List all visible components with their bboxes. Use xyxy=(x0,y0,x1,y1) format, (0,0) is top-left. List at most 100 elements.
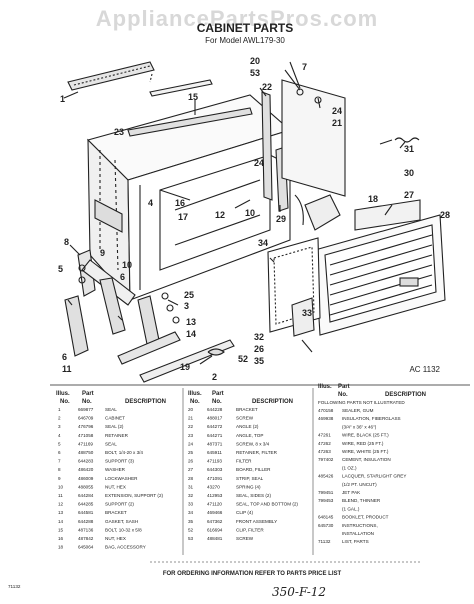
table-cell: BRACKET xyxy=(105,510,127,515)
table-cell: 34 xyxy=(188,510,194,515)
table-cell: BOARD, FILLER xyxy=(236,467,271,472)
table-cell: 487136 xyxy=(78,527,94,532)
table-cell: 644271 xyxy=(207,433,223,438)
table-cell: NUT, HEX xyxy=(105,484,126,489)
table-cell: 3 xyxy=(58,424,61,429)
table-cell: SUPPORT (3) xyxy=(105,459,134,464)
diagram-title: CABINET PARTS xyxy=(197,21,293,35)
table-cell: EXTENSION, SUPPORT (2) xyxy=(105,493,163,498)
ordering-info-footer: FOR ORDERING INFORMATION REFER TO PARTS … xyxy=(163,571,342,577)
table-cell: 14 xyxy=(58,519,64,524)
col2-header-no2: No. xyxy=(212,399,222,405)
callout-4: 4 xyxy=(148,198,153,208)
table-cell: 33 xyxy=(188,502,194,507)
table-cell: CABINET xyxy=(105,416,125,421)
callout-27: 27 xyxy=(404,190,414,200)
table-cell: 26 xyxy=(188,459,194,464)
table-cell: 645730 xyxy=(318,523,334,528)
table-cell: CLIP, FILTER xyxy=(236,527,264,532)
callout-28: 28 xyxy=(440,210,450,220)
table-cell: GASKET, SASH xyxy=(105,519,138,524)
table-cell: 644288 xyxy=(78,519,94,524)
table-cell: 47261 xyxy=(318,433,331,438)
table-cell: 71132 xyxy=(318,539,331,544)
callout-6b: 6 xyxy=(62,352,67,362)
table-cell: 4 xyxy=(58,433,61,438)
table-cell: 31 xyxy=(188,484,194,489)
table-cell: 6 xyxy=(58,450,61,455)
table-cell: INSTRUCTIONS, xyxy=(342,523,378,528)
callout-17: 17 xyxy=(178,212,188,222)
callout-11: 11 xyxy=(62,364,72,374)
callout-20: 20 xyxy=(250,56,260,66)
table-cell: WIRE, RED (25 FT.) xyxy=(342,441,384,446)
table-cell: 28 xyxy=(188,476,194,481)
callout-7: 7 xyxy=(302,62,307,72)
table-row: INSTALLATION xyxy=(342,531,374,536)
table-cell: 487371 xyxy=(207,441,223,446)
callout-29: 29 xyxy=(276,214,286,224)
table-row: 14 644288 GASKET, SASH xyxy=(58,519,138,524)
table-cell: 27 xyxy=(188,467,194,472)
table-cell: LACQUER, STARLIGHT GREY xyxy=(342,474,406,479)
table-cell: 799451 xyxy=(318,490,334,495)
table-cell: 644283 xyxy=(78,459,94,464)
table-cell: 476796 xyxy=(78,424,94,429)
table-cell: 646709 xyxy=(78,416,94,421)
table-cell: 21 xyxy=(188,416,194,421)
table-cell: SEALER, GUM xyxy=(342,408,374,413)
callout-13: 13 xyxy=(186,317,196,327)
table-cell: 644284 xyxy=(78,493,94,498)
table-cell: ANGLE, TOP xyxy=(236,433,263,438)
table-cell: SEAL xyxy=(105,407,117,412)
table-cell: 1 xyxy=(58,407,61,412)
seal-strip xyxy=(67,61,155,91)
callout-labels: 1 20 53 7 22 15 23 24 21 31 30 16 4 17 2… xyxy=(58,56,450,382)
table-row: 23 644271 ANGLE, TOP xyxy=(188,433,263,438)
table-cell: 487842 xyxy=(78,536,94,541)
col3-header-no: No. xyxy=(338,392,348,398)
corner-code: 71132 xyxy=(8,584,21,589)
callout-16: 16 xyxy=(175,198,185,208)
callout-3: 3 xyxy=(184,301,189,311)
table-cell: 52 xyxy=(188,527,194,532)
table-cell: STRIP, SEAL xyxy=(236,476,264,481)
callout-35: 35 xyxy=(254,356,264,366)
col1-header-no: No. xyxy=(60,399,70,405)
col3-header-description: DESCRIPTION xyxy=(385,392,426,398)
table-cell: SEAL (2) xyxy=(105,424,124,429)
table-row: 7 644283 SUPPORT (3) xyxy=(58,459,134,464)
table-cell: 22 xyxy=(188,424,194,429)
table-cell: BAG, ACCESSORY xyxy=(105,545,146,550)
table-cell: SEAL, TOP AND BOTTOM (2) xyxy=(236,502,298,507)
table-row: (1 OZ.) xyxy=(342,465,357,470)
table-cell: 644285 xyxy=(78,502,94,507)
callout-14: 14 xyxy=(186,329,196,339)
table-cell: 23 xyxy=(188,433,194,438)
table-cell: 47263 xyxy=(318,449,331,454)
table-cell: 20 xyxy=(188,407,194,412)
callout-33: 33 xyxy=(302,308,312,318)
col1-header-illus: Illus. xyxy=(56,391,70,397)
cabinet-body xyxy=(86,94,292,302)
table-cell: 7 xyxy=(58,459,61,464)
table-cell: 11 xyxy=(58,493,63,498)
table-cell: WASHER xyxy=(105,467,126,472)
col2-header-part: Part xyxy=(212,391,224,397)
table-cell: 797402 xyxy=(318,457,334,462)
table-cell: 53 xyxy=(188,536,194,541)
table-cell: 644228 xyxy=(207,407,223,412)
col3-heading: FOLLOWING PARTS NOT ILLUSTRATED xyxy=(318,400,405,405)
table-cell: 25 xyxy=(188,450,194,455)
callout-24: 24 xyxy=(332,106,342,116)
